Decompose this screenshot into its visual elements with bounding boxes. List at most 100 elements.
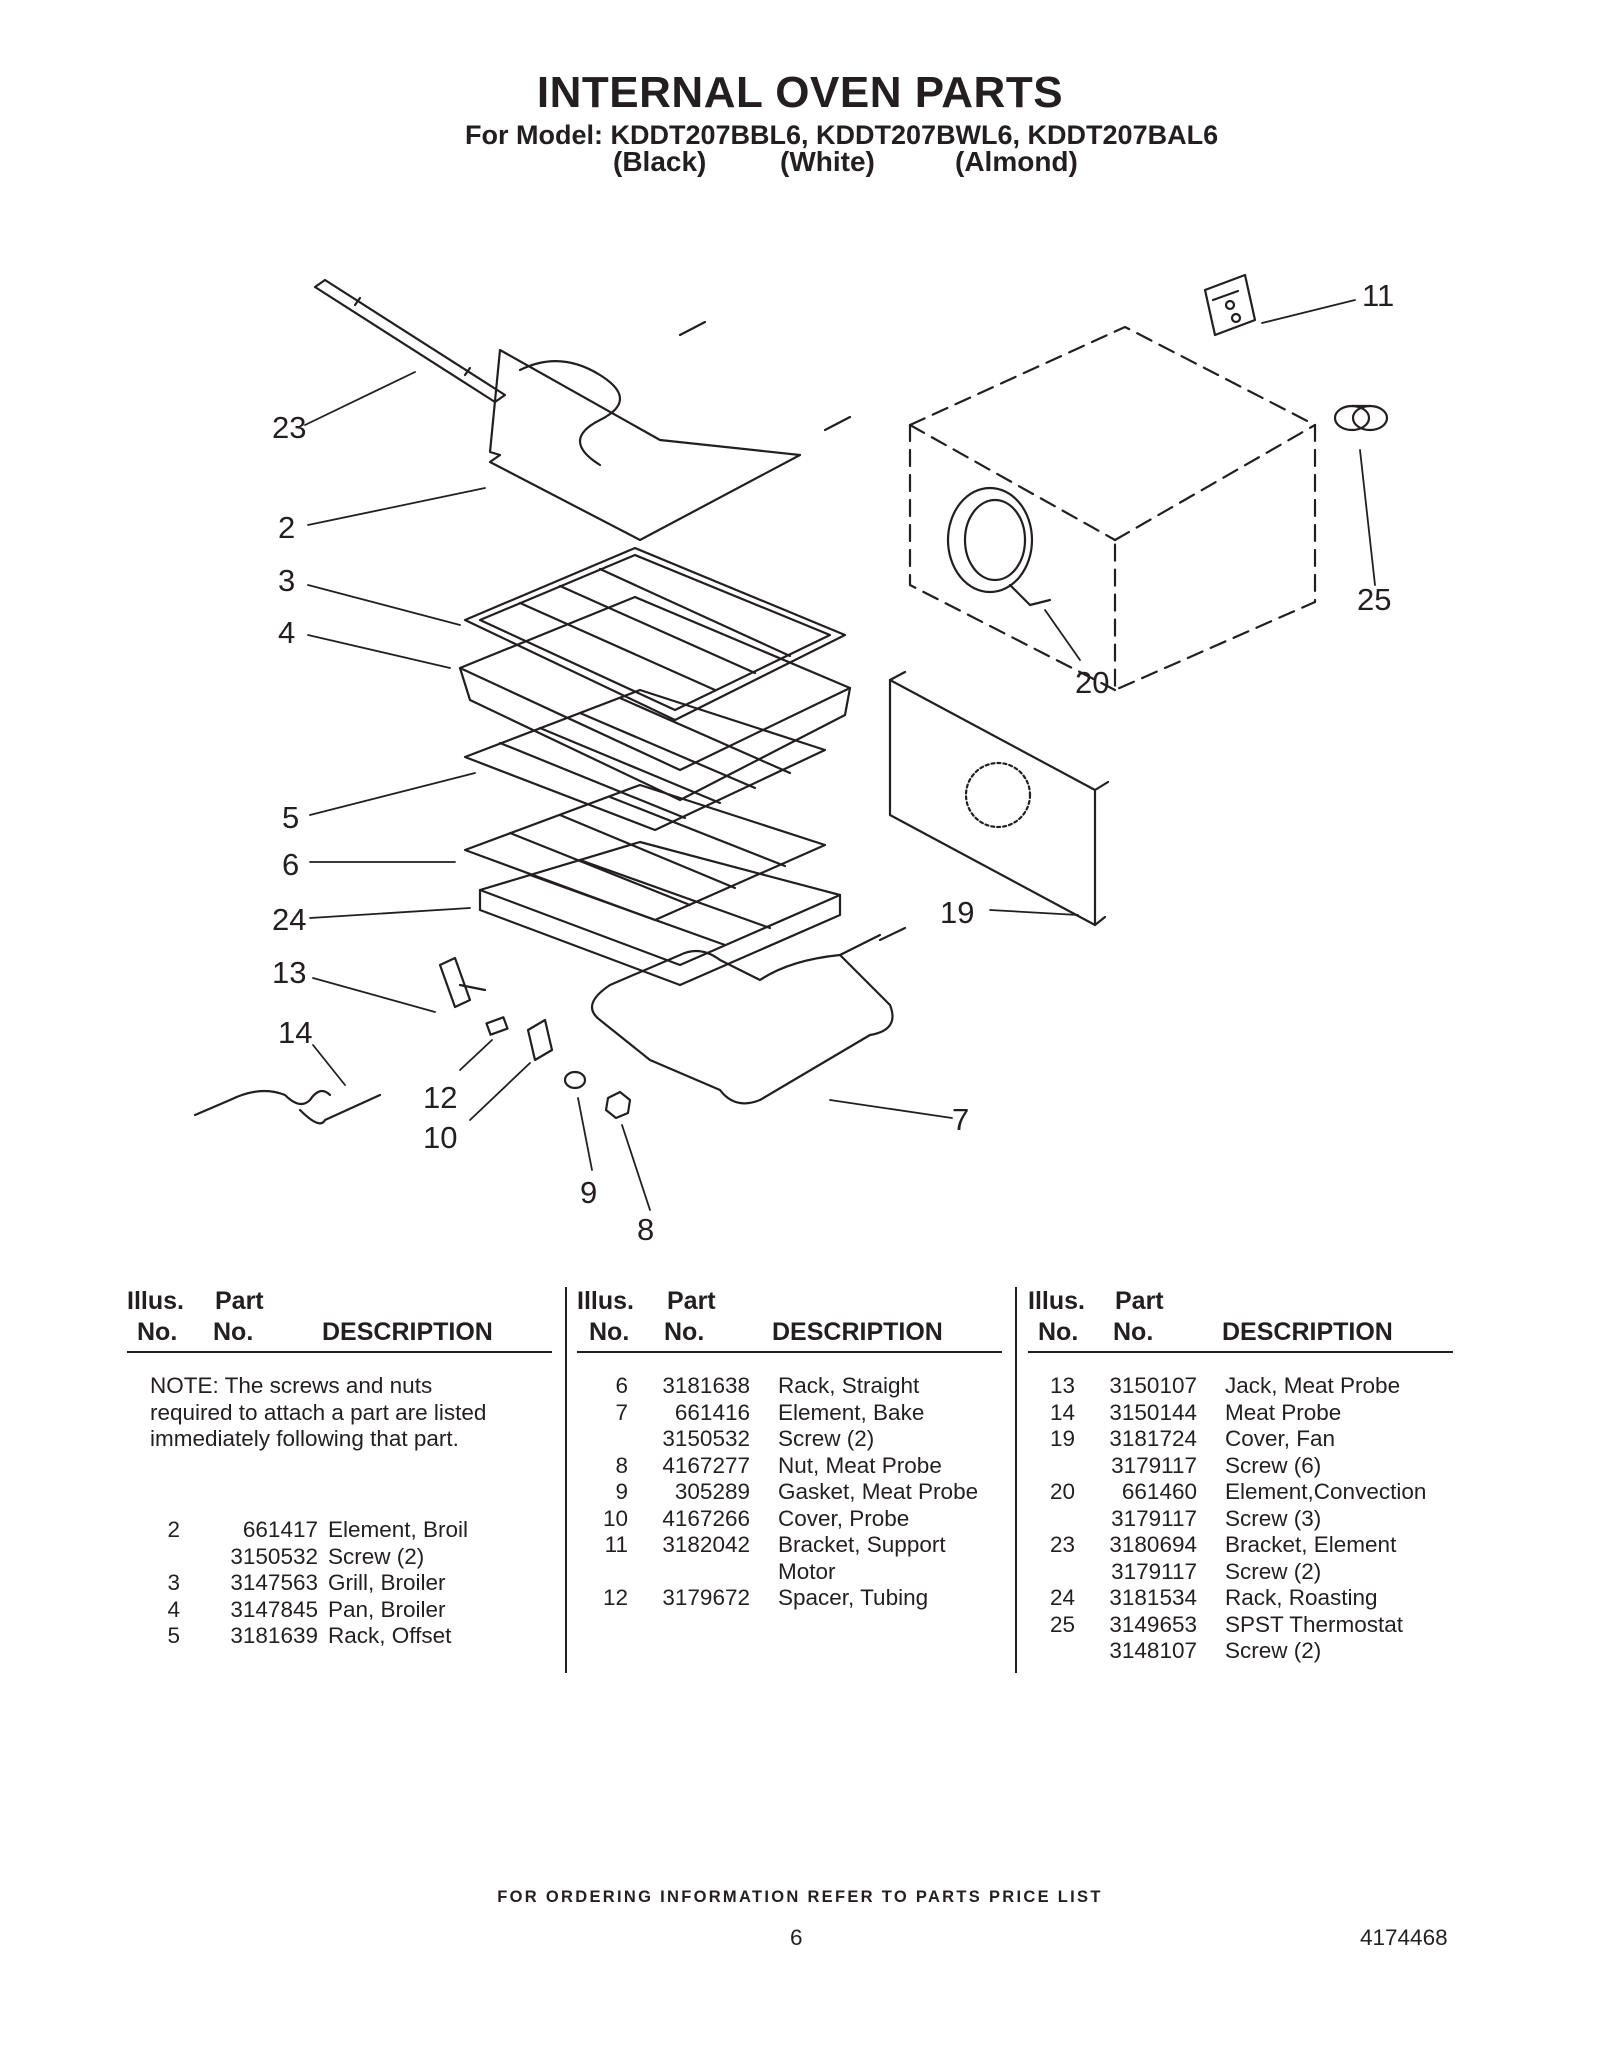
- header-no: No.: [664, 1318, 705, 1346]
- callout-label: 2: [278, 510, 296, 545]
- callout-label: 24: [272, 902, 307, 937]
- part-description: Rack, Straight: [778, 1373, 920, 1398]
- meat-probe-jack: [438, 956, 487, 1009]
- header-rule: [1028, 1351, 1453, 1353]
- part-number: 661417: [242, 1517, 318, 1542]
- part-description: Screw (2): [1225, 1638, 1322, 1663]
- part-number: 4167266: [662, 1505, 750, 1531]
- illus-number: 25: [1049, 1611, 1075, 1637]
- bracket-support-motor: [1203, 273, 1257, 337]
- header-illus: Illus.: [1028, 1287, 1085, 1315]
- part-description: Gasket, Meat Probe: [778, 1479, 979, 1504]
- header-illus: Illus.: [127, 1287, 184, 1315]
- ordering-note: FOR ORDERING INFORMATION REFER TO PARTS …: [497, 1888, 1103, 1906]
- part-number: 305289: [674, 1479, 750, 1504]
- illus-number: 8: [615, 1452, 628, 1478]
- part-description: Bracket, Support: [778, 1532, 946, 1557]
- part-description: Element,Convection: [1225, 1479, 1427, 1504]
- part-description: Meat Probe: [1225, 1399, 1342, 1425]
- part-description: Jack, Meat Probe: [1225, 1373, 1401, 1398]
- callout-label: 23: [272, 410, 307, 445]
- part-description: Bracket, Element: [1225, 1532, 1397, 1557]
- roasting-rack: [478, 840, 842, 987]
- illus-number: 7: [615, 1399, 628, 1425]
- part-description: Screw (2): [1225, 1558, 1322, 1584]
- part-description: Cover, Fan: [1225, 1426, 1336, 1451]
- callout-label: 11: [1362, 278, 1395, 313]
- callout-label: 13: [272, 955, 307, 990]
- part-description: Rack, Roasting: [1225, 1585, 1378, 1610]
- part-number: 3150144: [1109, 1399, 1197, 1425]
- column-divider: [1015, 1287, 1017, 1673]
- callout-label: 8: [637, 1212, 655, 1247]
- illus-number: 6: [615, 1373, 628, 1398]
- meat-probe-nut: [604, 1090, 632, 1120]
- callout-label: 7: [952, 1102, 970, 1137]
- part-description: Screw (2): [778, 1426, 875, 1451]
- part-number: 3181724: [1109, 1426, 1197, 1451]
- header-part: Part: [667, 1287, 716, 1315]
- part-number: 3181534: [1109, 1585, 1197, 1610]
- illus-number: 10: [602, 1505, 628, 1531]
- part-number: 3182042: [662, 1532, 750, 1557]
- illus-number: 2: [167, 1517, 180, 1542]
- illus-number: 5: [167, 1623, 180, 1648]
- color-white: (White): [780, 146, 875, 177]
- callout-label: 25: [1357, 582, 1392, 617]
- screw-note: NOTE: The screws and nuts required to at…: [150, 1373, 487, 1451]
- header-no: No.: [1038, 1318, 1079, 1346]
- part-description: Pan, Broiler: [328, 1596, 446, 1622]
- part-number: 3180694: [1109, 1532, 1197, 1557]
- page-number: 6: [790, 1925, 803, 1950]
- part-number: 3150532: [662, 1426, 750, 1451]
- part-number: 3181639: [230, 1623, 318, 1648]
- part-description: Spacer, Tubing: [778, 1585, 929, 1610]
- straight-rack: [463, 783, 827, 922]
- part-description: Element, Bake: [778, 1399, 925, 1425]
- model-line: For Model: KDDT207BBL6, KDDT207BWL6, KDD…: [465, 120, 1219, 150]
- part-number: 3181638: [662, 1373, 750, 1398]
- illus-number: 3: [167, 1570, 180, 1595]
- exploded-parts-diagram: [193, 273, 1389, 1211]
- header-description: DESCRIPTION: [322, 1318, 493, 1346]
- leader-lines: [304, 299, 1376, 1211]
- broiler-pan: [458, 595, 852, 802]
- part-number: 661416: [674, 1399, 750, 1425]
- callout-label: 20: [1075, 665, 1110, 700]
- header-no: No.: [1113, 1318, 1154, 1346]
- callout-label: 19: [940, 895, 975, 930]
- callout-label: 4: [278, 615, 296, 650]
- part-description: Grill, Broiler: [328, 1570, 446, 1595]
- illus-number: 13: [1049, 1373, 1075, 1398]
- illus-number: 23: [1049, 1532, 1075, 1557]
- part-description: Rack, Offset: [328, 1623, 452, 1648]
- illus-number: 11: [604, 1532, 628, 1557]
- fan-cover: [888, 670, 1110, 927]
- callout-label: 5: [282, 800, 300, 835]
- document-number: 4174468: [1360, 1925, 1448, 1950]
- part-number: 3148107: [1109, 1638, 1197, 1663]
- illus-number: 4: [167, 1596, 180, 1622]
- part-number: 661460: [1121, 1479, 1197, 1504]
- part-number: 3179672: [662, 1585, 750, 1610]
- offset-rack: [463, 688, 827, 832]
- part-number: 3150532: [230, 1543, 318, 1569]
- part-number: 3147845: [230, 1596, 318, 1622]
- column-divider: [565, 1287, 567, 1673]
- oven-cavity-outline: [908, 325, 1317, 692]
- header-part: Part: [215, 1287, 264, 1315]
- header-part: Part: [1115, 1287, 1164, 1315]
- part-description: Motor: [778, 1558, 836, 1584]
- header-rule: [577, 1351, 1002, 1353]
- part-number: 3179117: [1111, 1452, 1197, 1478]
- tubing-spacer: [485, 1016, 509, 1036]
- illus-number: 9: [615, 1479, 628, 1504]
- part-number: 3179117: [1111, 1558, 1197, 1584]
- callout-label: 14: [278, 1015, 313, 1050]
- header-no: No.: [213, 1318, 254, 1346]
- illus-number: 14: [1049, 1399, 1075, 1425]
- part-description: Screw (6): [1225, 1452, 1322, 1478]
- illus-number: 24: [1049, 1585, 1075, 1610]
- convection-element: [946, 486, 1052, 607]
- meat-probe-gasket: [563, 1070, 587, 1090]
